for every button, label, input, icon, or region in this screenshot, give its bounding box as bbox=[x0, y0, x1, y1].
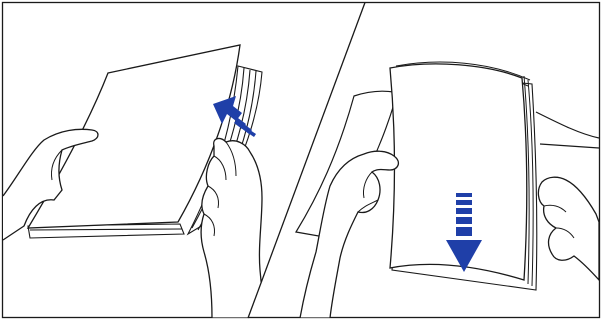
right-hand bbox=[201, 139, 266, 318]
